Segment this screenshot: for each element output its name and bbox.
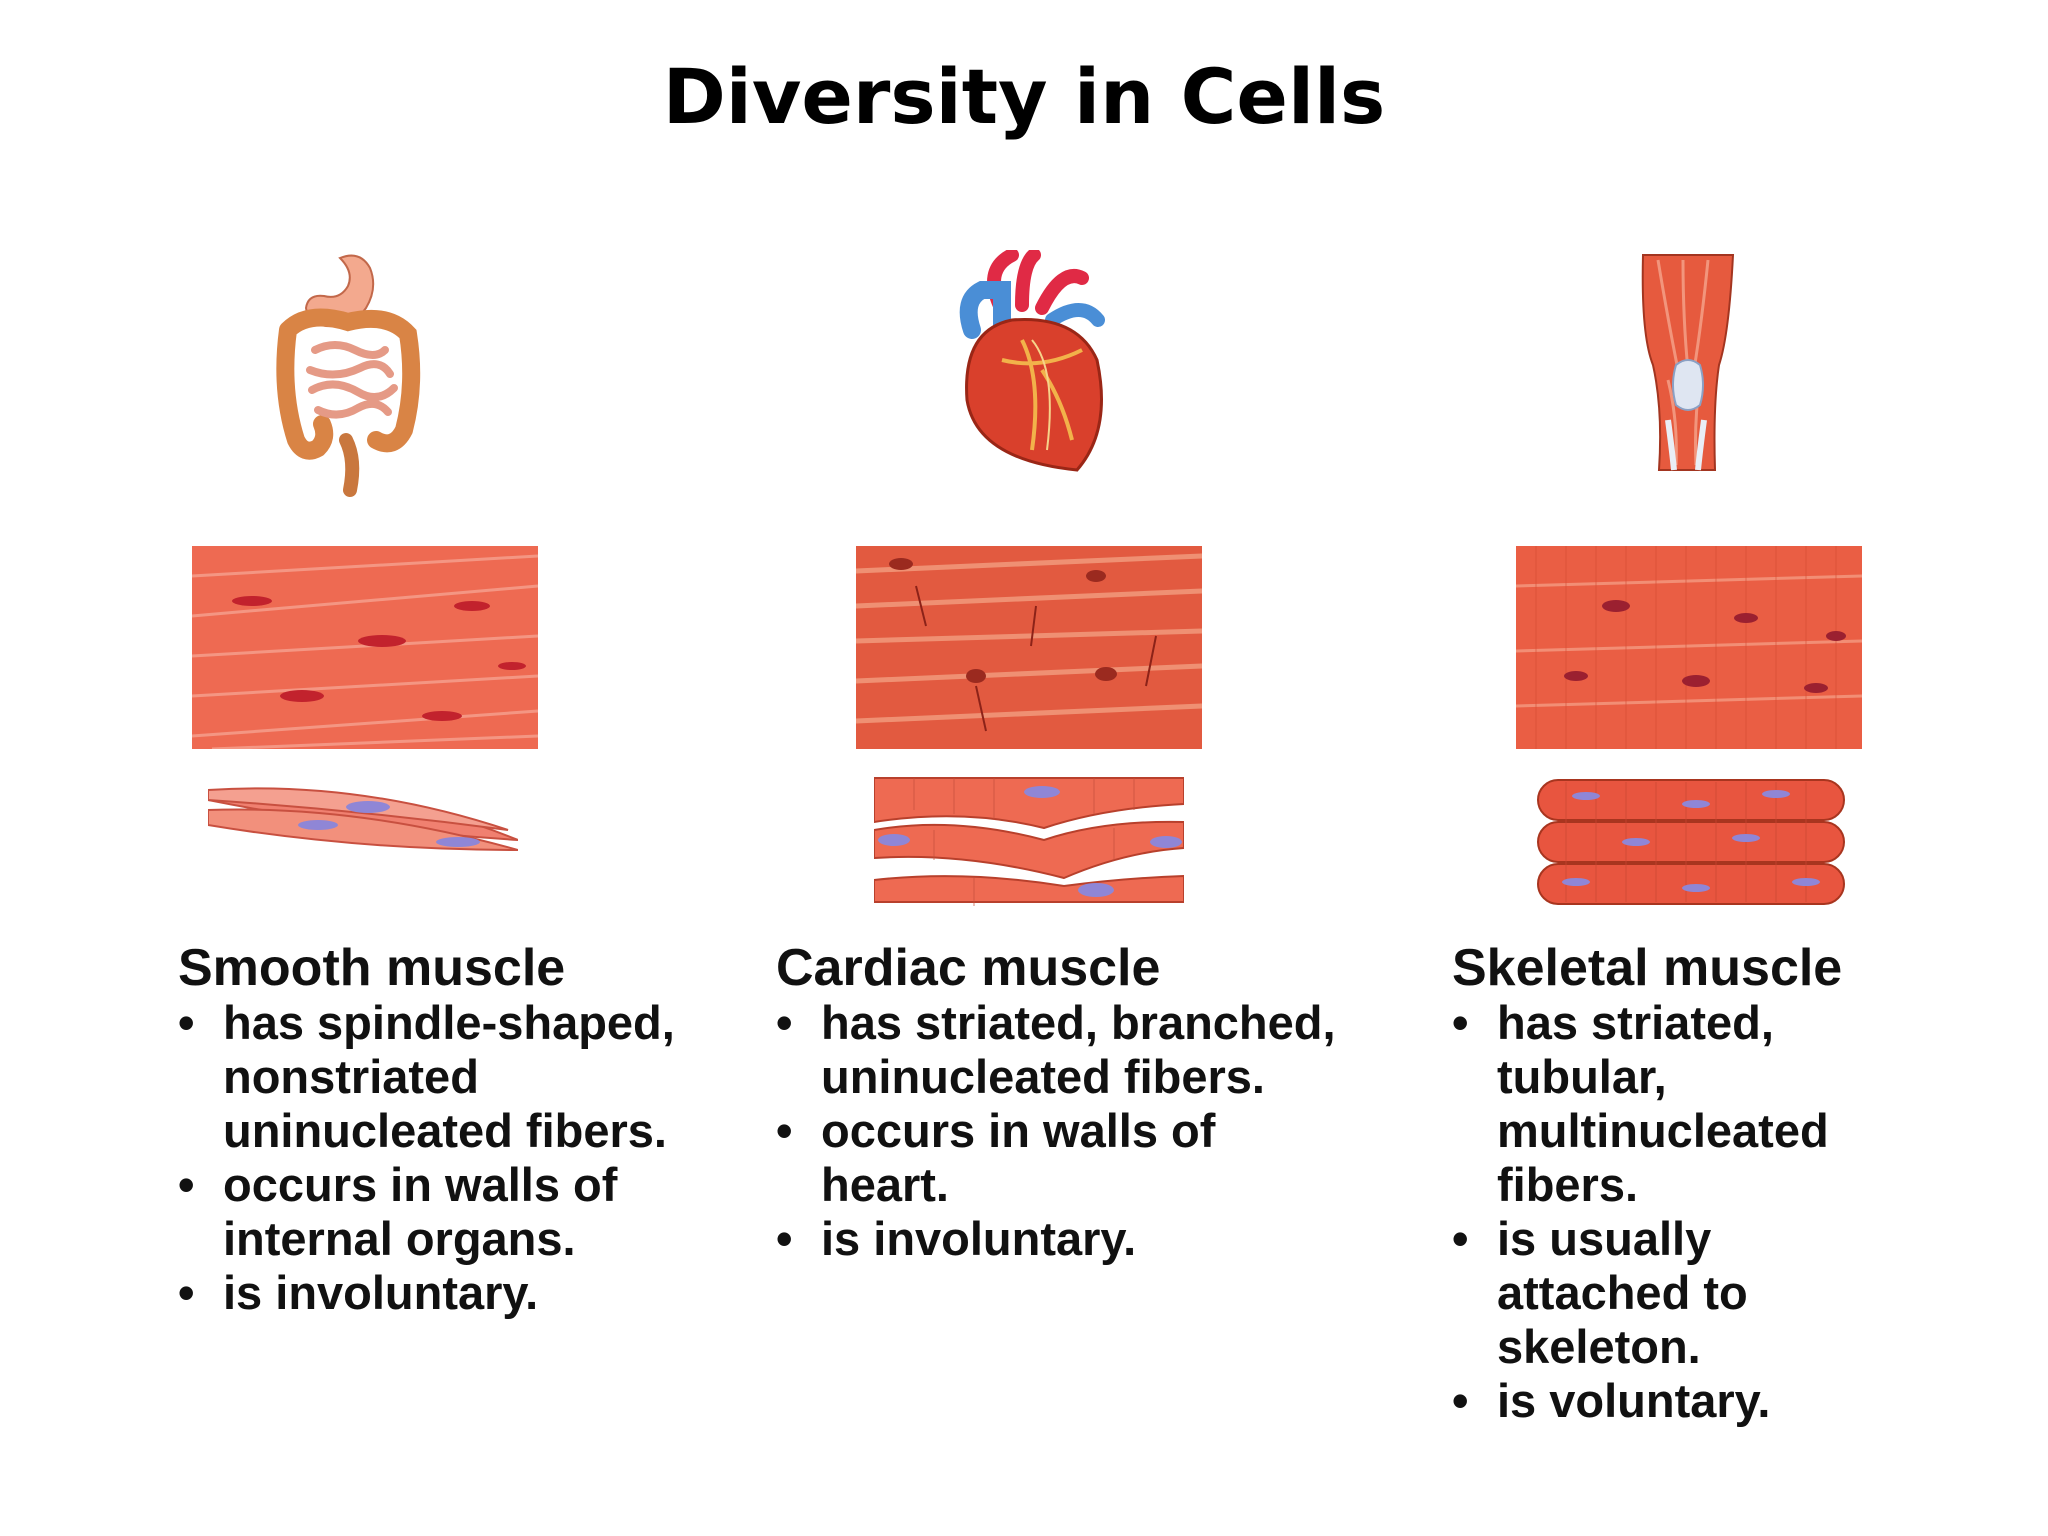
smooth-muscle-fibers bbox=[208, 787, 518, 851]
bullet-item: is voluntary. bbox=[1452, 1374, 1829, 1428]
skeletal-muscle-panel: Skeletal muscle has striated, tubular, m… bbox=[1452, 230, 2048, 1530]
cardiac-muscle-bullets: has striated, branched, uninucleated fib… bbox=[776, 996, 1336, 1266]
bullet-item: has spindle-shaped, nonstriated uninucle… bbox=[178, 996, 675, 1158]
cardiac-muscle-fibers bbox=[874, 777, 1184, 906]
skeletal-muscle-fibers bbox=[1537, 779, 1845, 905]
smooth-muscle-panel: Smooth muscle has spindle-shaped, nonstr… bbox=[178, 230, 818, 1530]
bullet-item: occurs in walls of internal organs. bbox=[178, 1158, 675, 1266]
smooth-muscle-bullets: has spindle-shaped, nonstriated uninucle… bbox=[178, 996, 675, 1320]
cardiac-muscle-heading: Cardiac muscle bbox=[776, 939, 1161, 997]
cardiac-muscle-micrograph bbox=[856, 546, 1202, 749]
skeletal-muscle-bullets: has striated, tubular, multinucleated fi… bbox=[1452, 996, 1829, 1428]
bullet-item: is usually attached to skeleton. bbox=[1452, 1212, 1829, 1374]
smooth-muscle-heading: Smooth muscle bbox=[178, 939, 566, 997]
digestive-organs-icon bbox=[276, 254, 421, 497]
skeletal-muscle-heading: Skeletal muscle bbox=[1452, 939, 1843, 997]
bullet-item: has striated, tubular, multinucleated fi… bbox=[1452, 996, 1829, 1212]
skeletal-muscle-micrograph bbox=[1516, 546, 1862, 749]
bullet-item: is involuntary. bbox=[178, 1266, 675, 1320]
cardiac-muscle-panel: Cardiac muscle has striated, branched, u… bbox=[776, 230, 1416, 1530]
bullet-item: occurs in walls of heart. bbox=[776, 1104, 1336, 1212]
leg-muscle-icon bbox=[1641, 254, 1735, 471]
bullet-item: has striated, branched, uninucleated fib… bbox=[776, 996, 1336, 1104]
page-title: Diversity in Cells bbox=[662, 52, 1386, 141]
heart-icon bbox=[959, 250, 1105, 472]
smooth-muscle-micrograph bbox=[192, 546, 538, 749]
bullet-item: is involuntary. bbox=[776, 1212, 1336, 1266]
